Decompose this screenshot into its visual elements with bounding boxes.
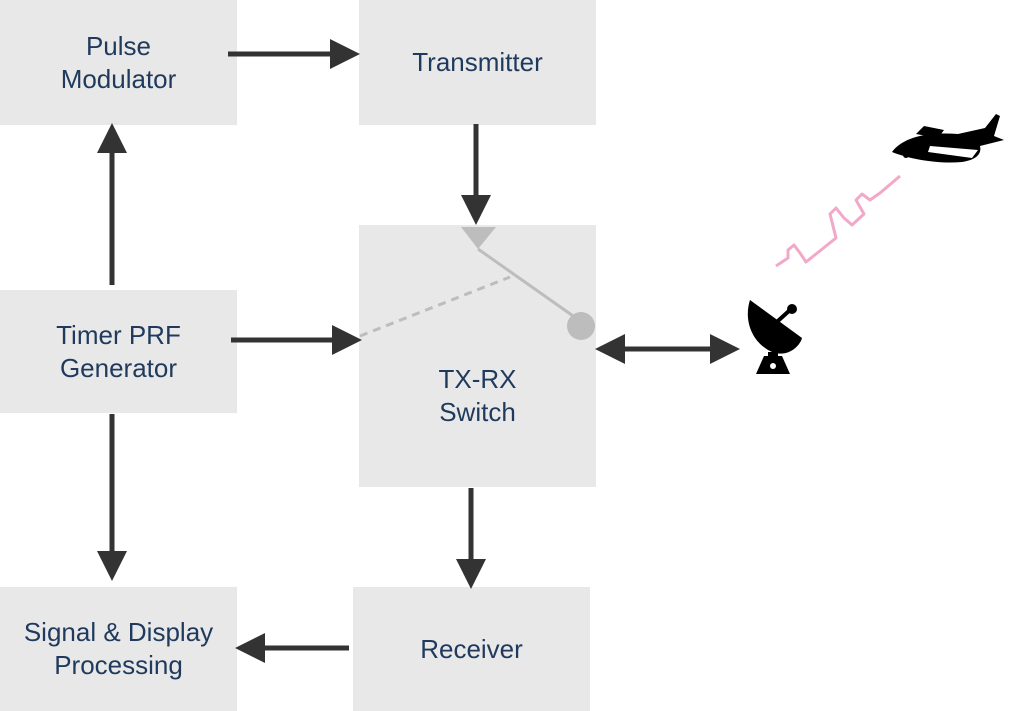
signal-label-1: Signal & Display	[23, 617, 214, 647]
radar-dish-icon	[747, 300, 802, 374]
timer-prf-generator-block: Timer PRF Generator	[0, 290, 237, 413]
airplane-icon	[892, 114, 1004, 163]
txrx-label-1: TX-RX	[438, 364, 517, 394]
signal-label-2: Processing	[54, 650, 183, 680]
switch-input-triangle	[461, 227, 496, 249]
pulse-modulator-label-1: Pulse	[85, 30, 152, 61]
receiver-label: Receiver	[420, 633, 523, 664]
pulse-modulator-label-2: Modulator	[60, 63, 177, 94]
transmitter-label: Transmitter	[412, 47, 543, 77]
pulse-modulator-block: Pulse Modulator	[0, 0, 237, 125]
switch-pivot	[567, 312, 595, 340]
txrx-label-2: Switch	[439, 397, 516, 427]
txrx-switch-block: TX-RX Switch	[359, 225, 596, 487]
receiver-block: Receiver	[353, 587, 590, 711]
switch-open-dashed	[359, 275, 511, 338]
transmitter-block: Transmitter	[359, 0, 596, 125]
switch-arm	[477, 247, 577, 320]
timer-label-2: Generator	[59, 352, 178, 383]
pulse-wave-icon	[775, 174, 901, 268]
timer-label-1: Timer PRF	[56, 319, 181, 350]
signal-display-processing-block: Signal & Display Processing	[0, 587, 237, 711]
